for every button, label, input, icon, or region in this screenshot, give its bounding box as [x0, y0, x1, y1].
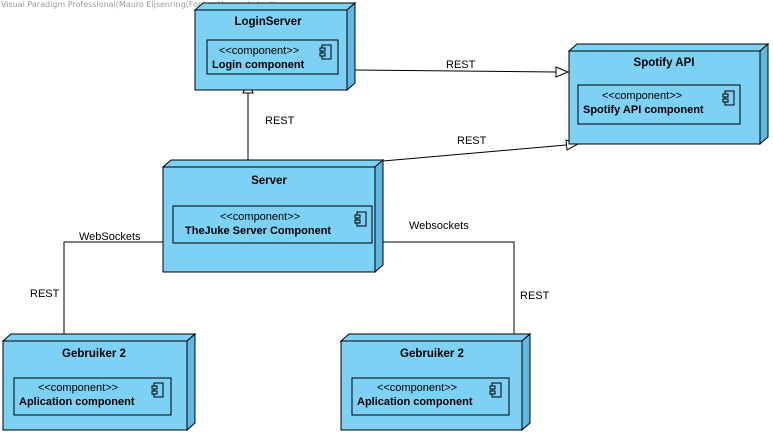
- node-gebruiker-left[interactable]: Gebruiker 2 <<component>> Aplication com…: [1, 332, 197, 432]
- connection-server-gebruiker-right: [376, 241, 515, 334]
- node-title: Gebruiker 2: [62, 348, 126, 360]
- label-right-websockets: Websockets: [409, 220, 469, 232]
- component-name: TheJuke Server Component: [185, 225, 331, 237]
- connection-login-spotify: [353, 66, 570, 78]
- label-left-rest: REST: [30, 288, 60, 300]
- component-login[interactable]: <<component>> Login component: [206, 39, 339, 75]
- watermark: Visual Paradigm Professional(Mauro Eijse…: [1, 0, 276, 9]
- connection-server-gebruiker-left: [63, 241, 163, 334]
- label-left-websockets: WebSockets: [79, 231, 141, 243]
- component-aplication-right[interactable]: <<component>> Aplication component: [351, 377, 510, 416]
- stereotype-label: <<component>>: [38, 382, 118, 394]
- label-server-spotify: REST: [457, 135, 487, 147]
- node-gebruiker-right[interactable]: Gebruiker 2 <<component>> Aplication com…: [339, 332, 532, 432]
- component-name: Aplication component: [19, 396, 135, 408]
- component-thejuke-server[interactable]: <<component>> TheJuke Server Component: [172, 205, 373, 244]
- node-title: Spotify API: [634, 57, 695, 69]
- node-title: LoginServer: [234, 16, 302, 28]
- component-name: Spotify API component: [583, 104, 704, 116]
- stereotype-label: <<component>>: [602, 90, 682, 102]
- node-login-server[interactable]: LoginServer <<component>> Login componen…: [193, 1, 357, 92]
- node-server[interactable]: Server <<component>> TheJuke Server Comp…: [161, 158, 385, 274]
- node-title: Gebruiker 2: [400, 348, 464, 360]
- component-spotify-api[interactable]: <<component>> Spotify API component: [577, 84, 741, 125]
- label-login-spotify: REST: [446, 59, 476, 71]
- component-name: Aplication component: [357, 396, 473, 408]
- connection-server-login: [242, 80, 254, 160]
- node-spotify-api[interactable]: Spotify API <<component>> Spotify API co…: [567, 42, 770, 146]
- stereotype-label: <<component>>: [219, 45, 299, 57]
- component-aplication-left[interactable]: <<component>> Aplication component: [13, 377, 172, 416]
- component-name: Login component: [212, 59, 305, 71]
- label-server-login: REST: [265, 115, 295, 127]
- stereotype-label: <<component>>: [220, 211, 300, 223]
- node-title: Server: [251, 175, 287, 187]
- label-right-rest: REST: [520, 290, 550, 302]
- stereotype-label: <<component>>: [377, 382, 457, 394]
